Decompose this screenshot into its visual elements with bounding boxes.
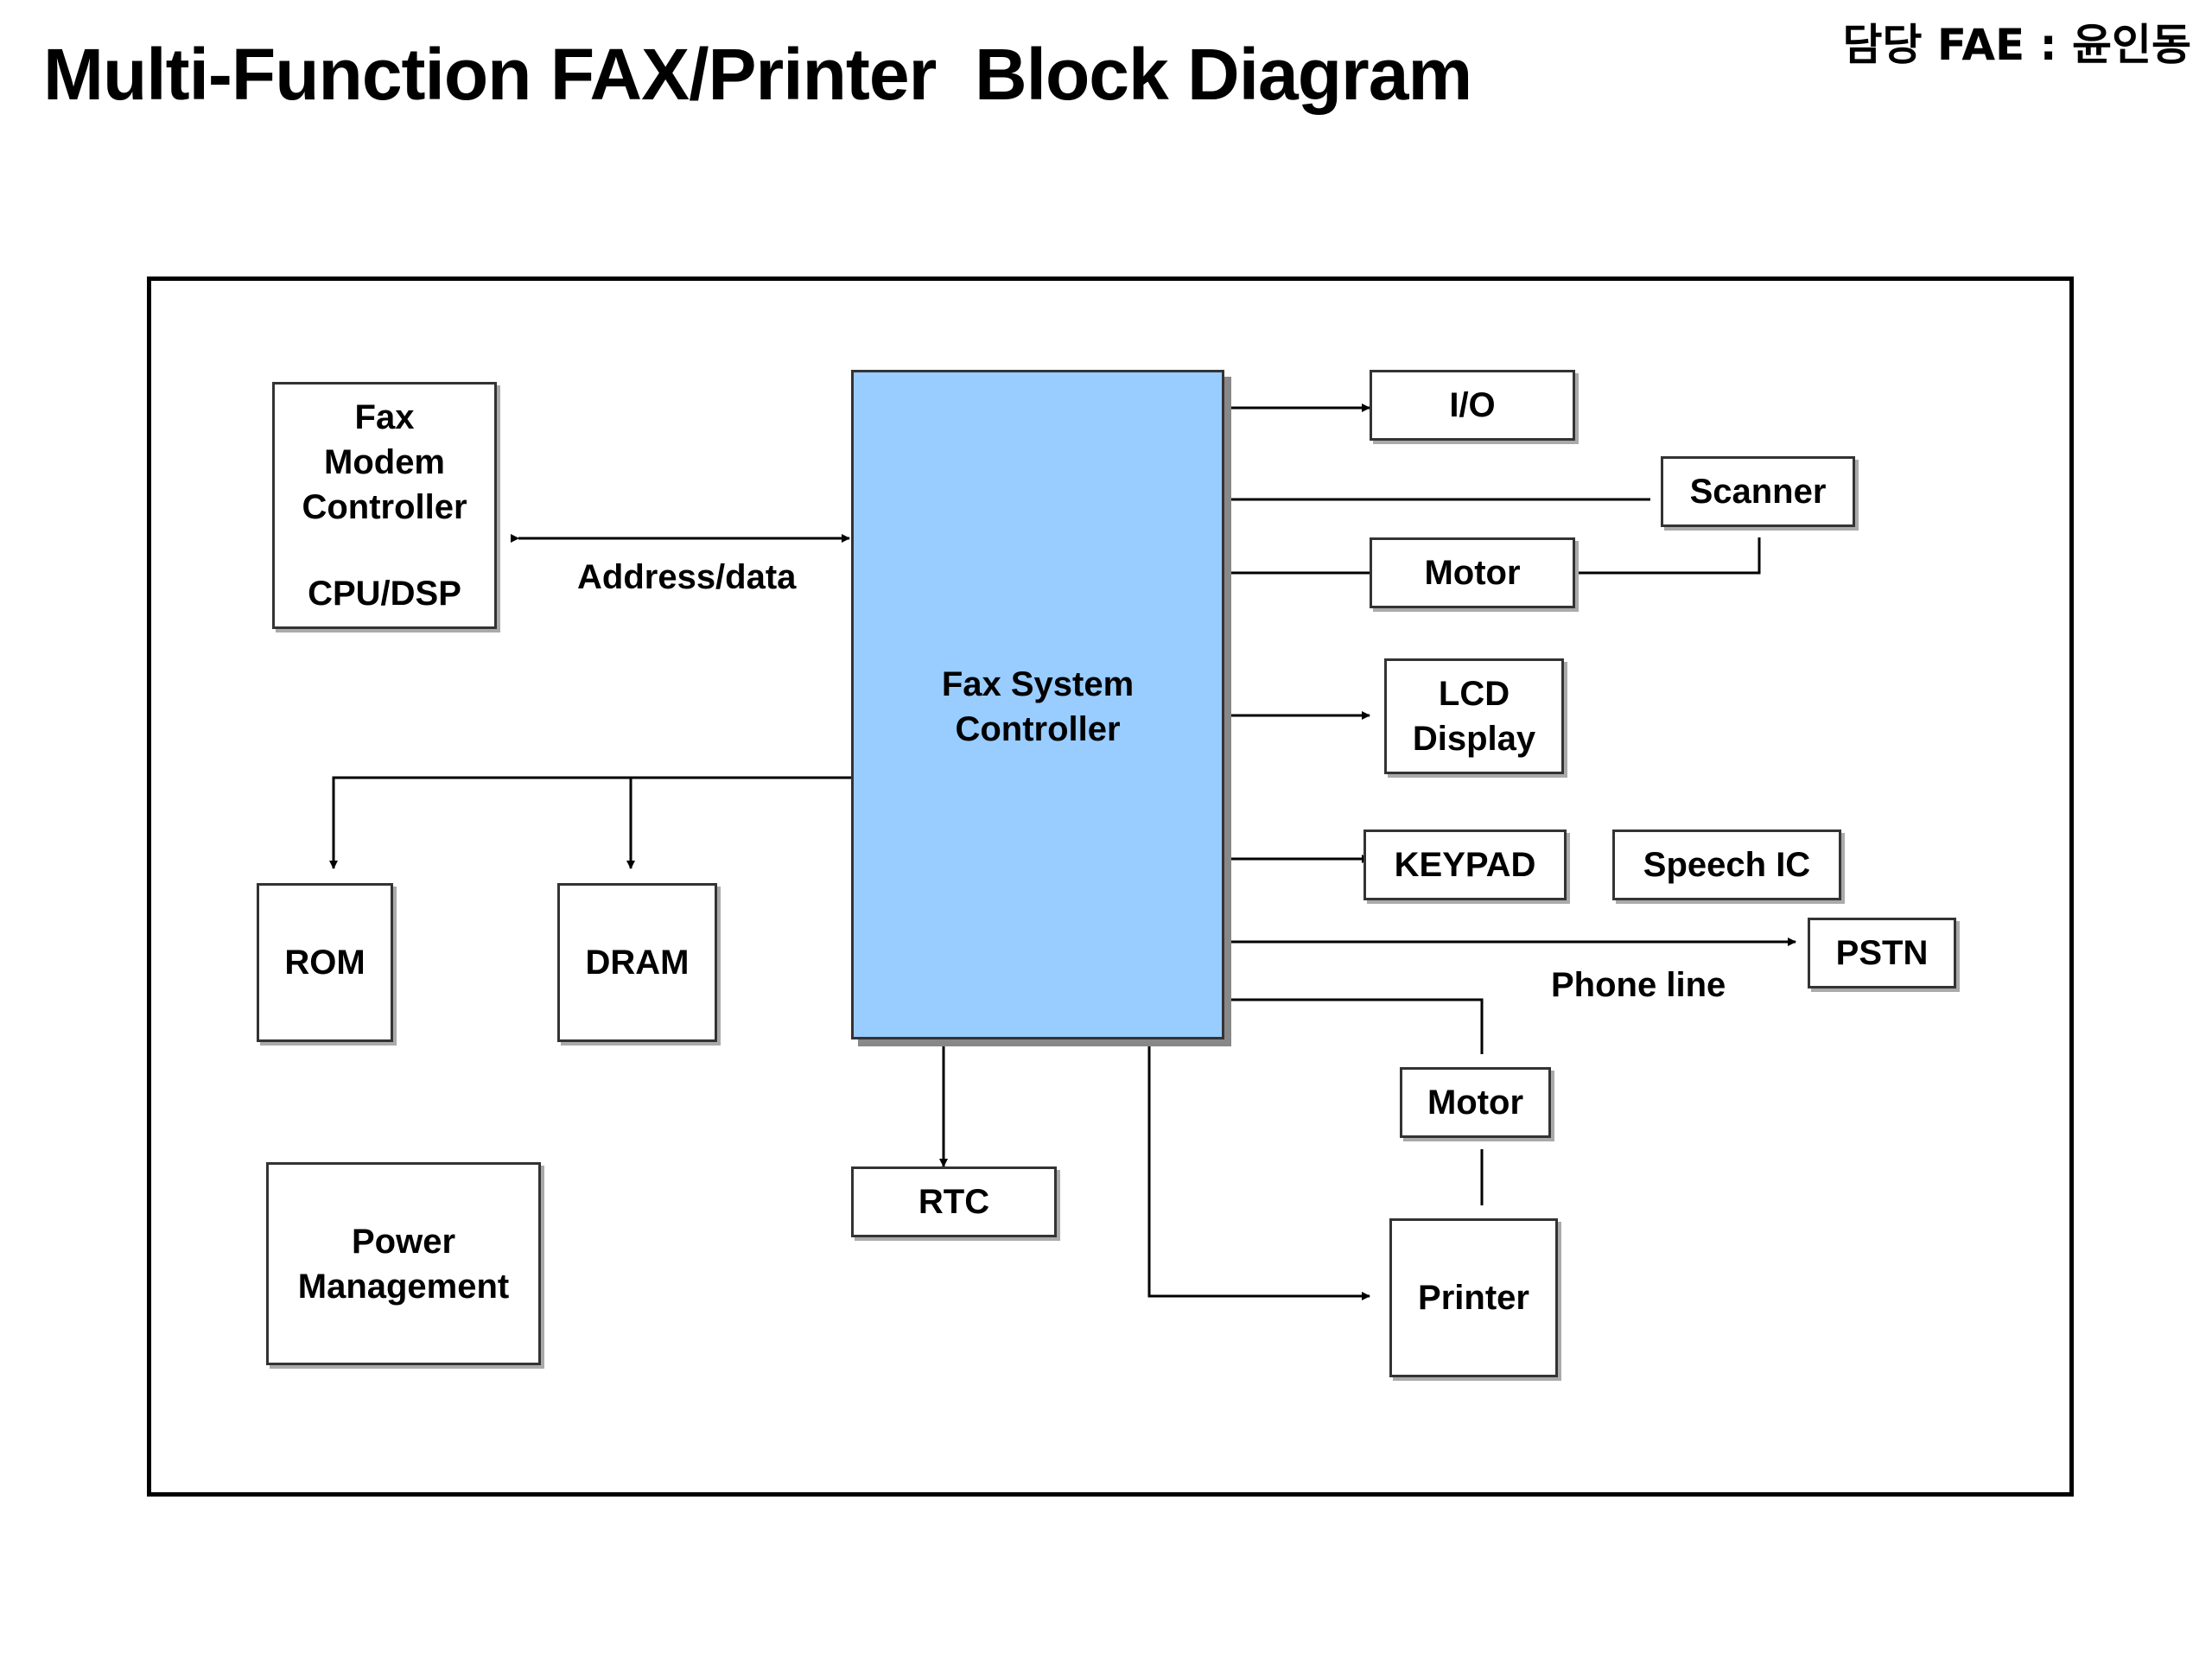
rom-block: ROM: [257, 883, 393, 1042]
rtc-block: RTC: [851, 1166, 1057, 1237]
address-data-label: Address/data: [577, 558, 797, 596]
fax-system-line2: Controller: [955, 710, 1121, 748]
page-title: Multi-Function FAX/Printer Block Diagram: [43, 34, 1472, 115]
scanner-label: Scanner: [1689, 473, 1827, 511]
fax-system-controller-block: Fax System Controller: [851, 370, 1224, 1039]
diagram-frame: [147, 276, 2074, 1497]
keypad-block: KEYPAD: [1363, 830, 1567, 900]
rtc-label: RTC: [918, 1183, 990, 1221]
fax-modem-line4: CPU/DSP: [308, 575, 461, 613]
lcd-display-block: LCD Display: [1384, 658, 1564, 774]
motor-bottom-link: [1225, 998, 1484, 1054]
fax-modem-controller-block: Fax Modem Controller CPU/DSP: [272, 382, 497, 629]
fax-modem-line2: Modem: [324, 443, 445, 481]
speech-ic-label: Speech IC: [1643, 846, 1811, 884]
fax-modem-line1: Fax: [354, 398, 415, 436]
power-line2: Management: [297, 1267, 510, 1306]
keypad-label: KEYPAD: [1394, 846, 1536, 884]
pstn-block: PSTN: [1808, 918, 1956, 988]
fax-modem-line3: Controller: [302, 488, 467, 526]
power-management-block: Power Management: [266, 1162, 541, 1365]
io-block: I/O: [1370, 370, 1575, 441]
fax-system-line1: Fax System: [941, 665, 1135, 703]
motor-bottom-label: Motor: [1427, 1084, 1524, 1122]
power-line1: Power: [351, 1222, 456, 1261]
scanner-block: Scanner: [1661, 456, 1855, 527]
pstn-label: PSTN: [1835, 934, 1929, 972]
printer-block: Printer: [1389, 1218, 1558, 1377]
rom-label: ROM: [284, 944, 365, 982]
motor-bottom-block: Motor: [1400, 1067, 1551, 1138]
lcd-line1: LCD: [1438, 675, 1510, 713]
io-label: I/O: [1449, 386, 1496, 424]
phone-line-label: Phone line: [1551, 966, 1726, 1004]
owner-label: 담당 FAE : 윤인동: [1842, 20, 2192, 70]
dram-label: DRAM: [585, 944, 690, 982]
printer-link: [1147, 1037, 1370, 1300]
motor-top-block: Motor: [1370, 537, 1575, 608]
printer-label: Printer: [1418, 1279, 1529, 1317]
speech-ic-block: Speech IC: [1612, 830, 1841, 900]
lcd-line2: Display: [1412, 720, 1536, 758]
rom-link: [329, 776, 851, 869]
motor-scanner-link: [1574, 537, 1761, 575]
motor-top-label: Motor: [1424, 554, 1521, 592]
dram-block: DRAM: [557, 883, 717, 1042]
